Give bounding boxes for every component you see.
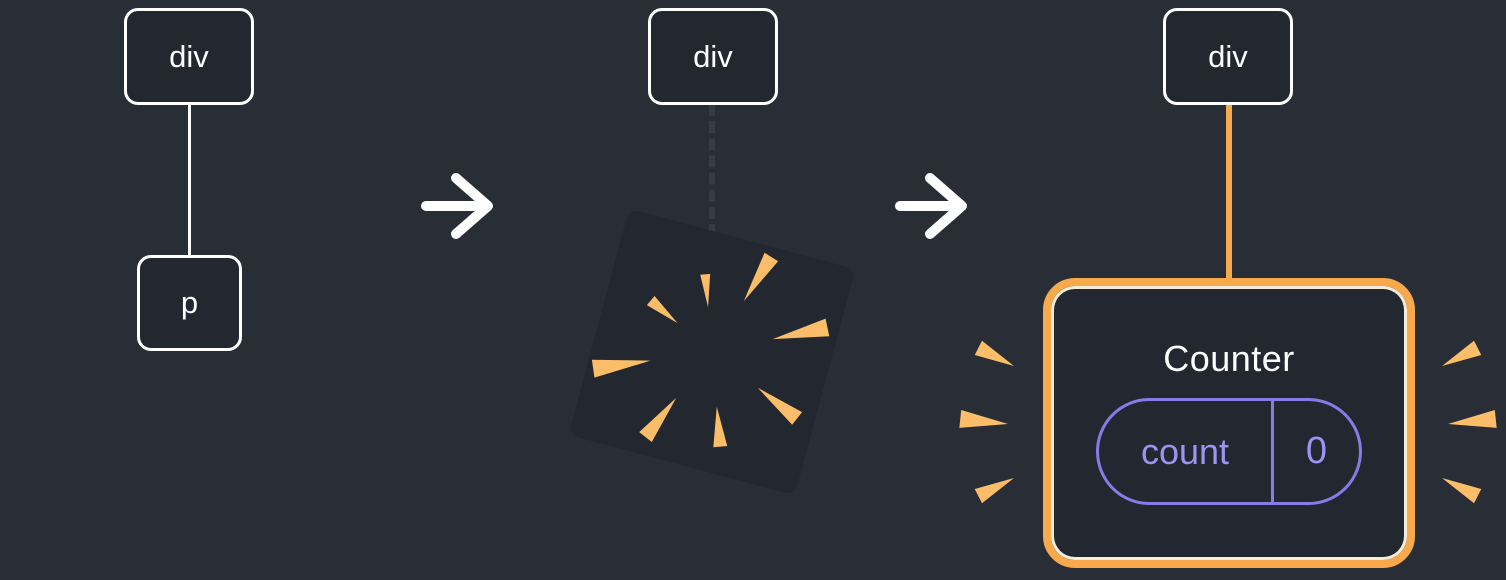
state-value: 0: [1305, 430, 1328, 472]
arrow-right-icon: [895, 173, 967, 239]
explosion-burst-icon: [570, 210, 854, 494]
component-title: Counter: [1163, 338, 1295, 379]
arrow-right-icon: [421, 173, 493, 239]
dom-node-div-stage3: div: [1163, 8, 1293, 105]
state-name-label: count: [1140, 430, 1230, 472]
state-pill: count 0: [1096, 398, 1362, 505]
mounted-connector-line: [1226, 104, 1232, 286]
dom-node-label: div: [1208, 38, 1248, 74]
counter-component-card: Counter count 0: [1043, 278, 1415, 568]
dom-node-label: div: [693, 38, 733, 74]
tree-connector-line: [188, 104, 191, 257]
dom-node-p-stage1: p: [137, 255, 242, 351]
dom-node-div-stage1: div: [124, 8, 254, 105]
state-pill-divider: [1271, 401, 1274, 502]
destroyed-node-square: [570, 210, 854, 494]
detached-connector-dashed-line: [709, 104, 715, 236]
dom-node-label: p: [180, 285, 199, 320]
dom-node-label: div: [169, 38, 209, 74]
burst-spark-rays: [591, 252, 830, 448]
dom-node-div-stage2: div: [648, 8, 778, 105]
